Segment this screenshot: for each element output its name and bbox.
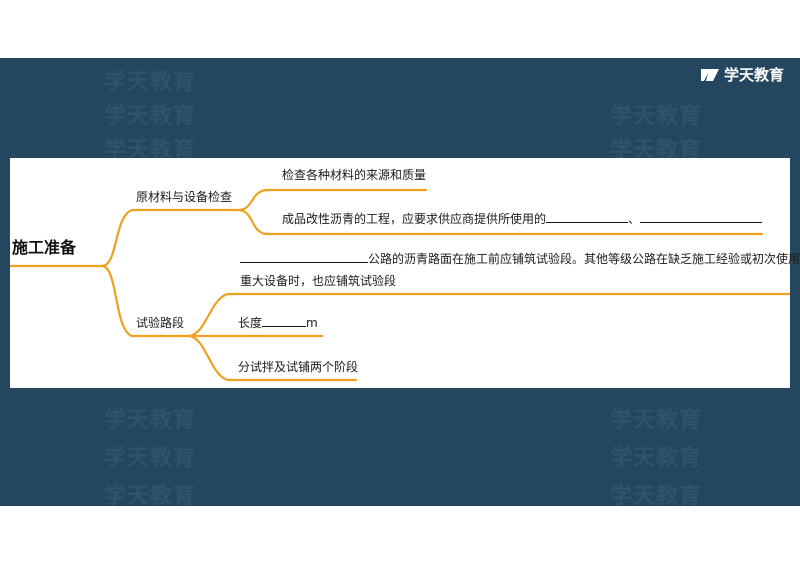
watermark: 学天教育 [610, 104, 703, 129]
root-node: 施工准备 [12, 238, 77, 257]
node-test-section-intro-line2: 重大设备时，也应铺筑试验段 [240, 274, 397, 288]
watermark: 学天教育 [610, 484, 703, 509]
node-length-unit: m [306, 316, 318, 330]
watermark: 学天教育 [610, 408, 703, 433]
brand-logo: 学天教育 [700, 64, 784, 85]
node-length: 长度 m [238, 314, 318, 331]
mindmap-panel: 施工准备 原材料与设备检查 检查各种材料的来源和质量 成品改性沥青的工程，应要求… [10, 158, 800, 388]
child-line-2 [236, 208, 764, 236]
watermark: 学天教育 [104, 408, 197, 433]
branch-label-materials: 原材料与设备检查 [136, 190, 233, 204]
watermark: 学天教育 [610, 446, 703, 471]
watermark: 学天教育 [104, 484, 197, 509]
node-test-section-intro-line1: 公路的沥青路面在施工前应铺筑试验段。其他等级公路在缺乏施工经验或初次使用 [240, 250, 800, 267]
fill-blank [262, 326, 307, 327]
child-line-1 [236, 188, 428, 212]
branch-line-materials [100, 208, 240, 268]
branch-line-test-section [100, 264, 190, 338]
fill-blank [546, 222, 629, 223]
branch-label-test-section: 试验路段 [136, 316, 185, 330]
fill-blank [240, 262, 368, 263]
watermark: 学天教育 [104, 104, 197, 129]
child-line-5 [186, 334, 358, 382]
node-two-stages: 分试拌及试铺两个阶段 [238, 360, 359, 374]
node-modified-asphalt-text: 成品改性沥青的工程，应要求供应商提供所使用的 [282, 212, 547, 226]
node-modified-asphalt: 成品改性沥青的工程，应要求供应商提供所使用的 、 [282, 210, 763, 227]
watermark: 学天教育 [104, 446, 197, 471]
mindmap-connectors [10, 188, 790, 382]
xuetian-logo-icon [700, 68, 719, 81]
logo-text: 学天教育 [723, 66, 784, 84]
node-length-prefix: 长度 [238, 316, 263, 330]
node-intro-text: 公路的沥青路面在施工前应铺筑试验段。其他等级公路在缺乏施工经验或初次使用 [368, 252, 800, 266]
child-line-3 [186, 292, 790, 338]
node-material-source: 检查各种材料的来源和质量 [282, 168, 427, 182]
separator: 、 [628, 212, 641, 226]
fill-blank [640, 222, 763, 223]
watermark: 学天教育 [104, 70, 197, 95]
